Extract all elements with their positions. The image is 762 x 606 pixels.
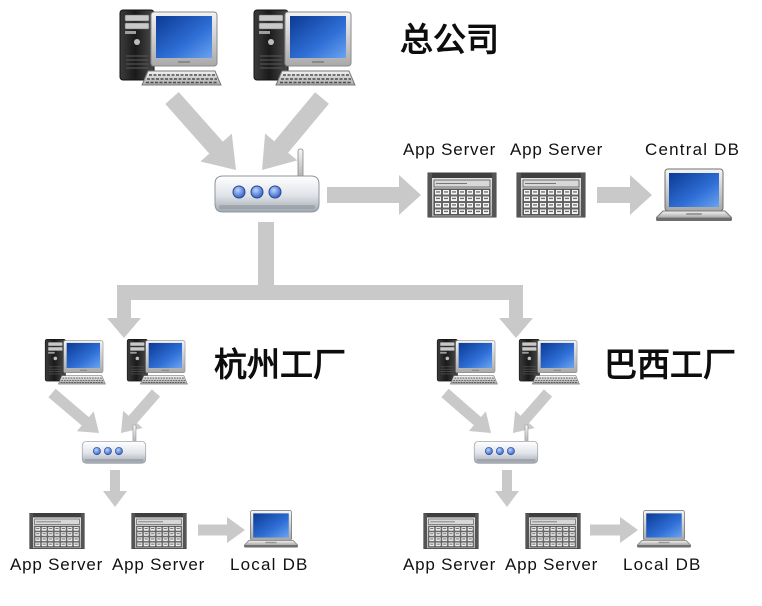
database-label: Local DB	[230, 555, 309, 574]
database-label: Central DB	[645, 140, 741, 159]
server-label: App Server	[403, 140, 497, 159]
rack-server-icon	[427, 172, 497, 218]
connector-trunk	[258, 222, 274, 294]
server-label: App Server	[403, 555, 497, 574]
arrow-hz-client-1-to-router	[48, 388, 99, 433]
arrow-bx-client-2-to-router	[513, 389, 553, 433]
arrow-hq-servers-to-central-db	[597, 175, 652, 215]
site-title-branch: 巴西工厂	[604, 345, 736, 384]
rack-server-icon	[525, 512, 581, 550]
server-label: App Server	[10, 555, 104, 574]
laptop-icon	[244, 509, 298, 549]
site-title-headquarters: 总公司	[400, 20, 499, 59]
database-label: Local DB	[623, 555, 702, 574]
site-title-branch: 杭州工厂	[214, 345, 346, 384]
arrow-bx-servers-to-local-db	[590, 517, 638, 543]
arrow-hz-servers-to-local-db	[198, 517, 245, 543]
arrow-bus-to-hangzhou	[107, 298, 141, 338]
desktop-computer-icon	[44, 338, 106, 386]
server-label: App Server	[112, 555, 206, 574]
rack-server-icon	[29, 512, 85, 550]
desktop-computer-icon	[252, 8, 356, 88]
rack-server-icon	[423, 512, 479, 550]
router-icon	[81, 424, 147, 466]
desktop-computer-icon	[118, 8, 222, 88]
server-label: App Server	[505, 555, 599, 574]
arrow-bx-router-to-servers	[495, 470, 519, 507]
desktop-computer-icon	[518, 338, 580, 386]
desktop-computer-icon	[436, 338, 498, 386]
rack-server-icon	[131, 512, 187, 550]
rack-server-icon	[516, 172, 586, 218]
laptop-icon	[656, 168, 732, 222]
laptop-icon	[637, 509, 691, 549]
arrow-hq-client-1-to-router	[165, 92, 236, 170]
arrow-hz-client-2-to-router	[121, 389, 161, 433]
arrow-hq-client-2-to-router	[262, 92, 329, 170]
server-label: App Server	[510, 140, 604, 159]
arrow-hq-router-to-servers	[327, 175, 421, 215]
desktop-computer-icon	[126, 338, 188, 386]
router-icon	[473, 424, 539, 466]
arrow-bx-client-1-to-router	[441, 388, 491, 433]
router-icon	[213, 148, 321, 216]
arrow-bus-to-brazil	[499, 298, 533, 338]
arrow-hz-router-to-servers	[103, 470, 127, 507]
connector-branch-bus	[117, 285, 523, 300]
